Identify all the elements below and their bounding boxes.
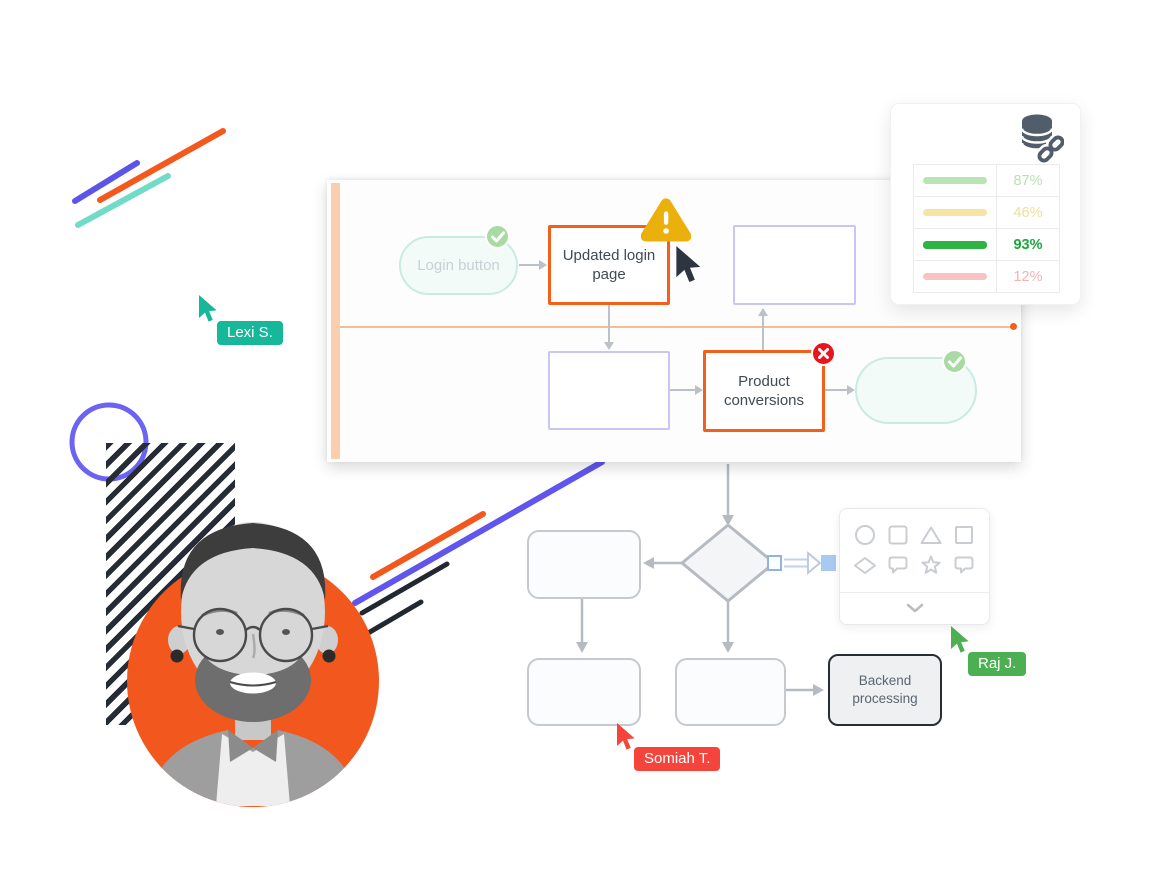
collaborator-tag-raj: Raj J. xyxy=(968,652,1027,676)
login-button-label: Login button xyxy=(417,256,500,274)
connector xyxy=(670,389,696,391)
shape-palette xyxy=(839,508,990,625)
check-icon xyxy=(485,224,510,249)
arrowhead xyxy=(847,385,855,395)
product-conversions-node[interactable]: Product conversions xyxy=(703,350,825,432)
black-line xyxy=(359,561,450,616)
connector xyxy=(608,305,610,342)
square-shape-icon[interactable] xyxy=(952,523,976,547)
empty-node[interactable] xyxy=(733,225,856,305)
connector xyxy=(825,389,848,391)
teal-cursor-icon xyxy=(199,295,217,322)
empty-node[interactable] xyxy=(548,351,670,430)
connector-endpoint[interactable] xyxy=(821,555,836,571)
orange-line xyxy=(97,128,226,203)
black-cursor-icon xyxy=(676,246,701,282)
backend-processing-label: Backend processing xyxy=(852,673,918,706)
flow-box-empty[interactable] xyxy=(527,530,641,599)
stats-table: 87% 46% 93% 12% xyxy=(913,164,1060,293)
divider-endpoint-dot xyxy=(1010,323,1017,330)
progress-bar xyxy=(914,197,997,228)
collaborator-tag-somiah: Somiah T. xyxy=(634,747,721,771)
connector xyxy=(762,316,764,350)
stats-row: 46% xyxy=(914,197,1059,229)
teal-line xyxy=(75,173,171,228)
stats-row: 93% xyxy=(914,229,1059,261)
stats-value: 87% xyxy=(1013,172,1043,189)
flow-box-empty[interactable] xyxy=(675,658,786,726)
triangle-shape-icon[interactable] xyxy=(919,523,943,547)
purple-line xyxy=(72,160,140,204)
swimlane-divider xyxy=(340,326,1016,328)
flow-box-empty[interactable] xyxy=(527,658,641,726)
stats-value: 93% xyxy=(1013,236,1043,253)
backend-processing-node[interactable]: Backend processing xyxy=(828,654,942,726)
collaborator-tag-lexi: Lexi S. xyxy=(217,321,283,345)
purple-line xyxy=(352,459,605,606)
progress-bar xyxy=(914,229,997,260)
portrait-photo xyxy=(148,522,358,806)
collaborator-name: Somiah T. xyxy=(644,750,711,767)
chevron-down-icon[interactable] xyxy=(906,603,924,613)
stats-row: 87% xyxy=(914,165,1059,197)
stats-value: 12% xyxy=(1013,268,1043,285)
warning-icon xyxy=(641,198,691,242)
glasses xyxy=(177,607,329,663)
speech-bubble-shape-icon[interactable] xyxy=(886,553,910,577)
x-icon xyxy=(811,341,836,366)
red-cursor-icon xyxy=(617,723,635,750)
arrowhead xyxy=(604,342,614,350)
connector-handle[interactable] xyxy=(767,551,836,575)
canvas-margin-strip xyxy=(331,183,340,459)
green-cursor-icon xyxy=(951,626,969,653)
arrowhead xyxy=(539,260,547,270)
speech-bubble-shape-icon[interactable] xyxy=(952,553,976,577)
stats-row: 12% xyxy=(914,261,1059,292)
updated-login-page-label: Updated login page xyxy=(562,246,656,284)
arrowhead xyxy=(758,308,768,316)
progress-bar xyxy=(914,261,997,292)
stats-card: 87% 46% 93% 12% xyxy=(890,103,1081,305)
divider xyxy=(840,592,989,593)
star-shape-icon[interactable] xyxy=(919,553,943,577)
collaborator-name: Lexi S. xyxy=(227,324,273,341)
progress-bar xyxy=(914,165,997,196)
diamond-shape-icon[interactable] xyxy=(853,553,877,577)
diamond-node[interactable] xyxy=(680,523,776,603)
orange-line xyxy=(370,511,486,580)
square-shape-icon[interactable] xyxy=(886,523,910,547)
collaborator-name: Raj J. xyxy=(978,655,1017,672)
arrowhead xyxy=(695,385,703,395)
connector xyxy=(519,264,540,266)
database-link-icon xyxy=(1020,114,1064,164)
product-conversions-label: Product conversions xyxy=(723,372,805,410)
circle-shape-icon[interactable] xyxy=(853,523,877,547)
check-icon xyxy=(942,349,967,374)
stats-value: 46% xyxy=(1013,204,1043,221)
